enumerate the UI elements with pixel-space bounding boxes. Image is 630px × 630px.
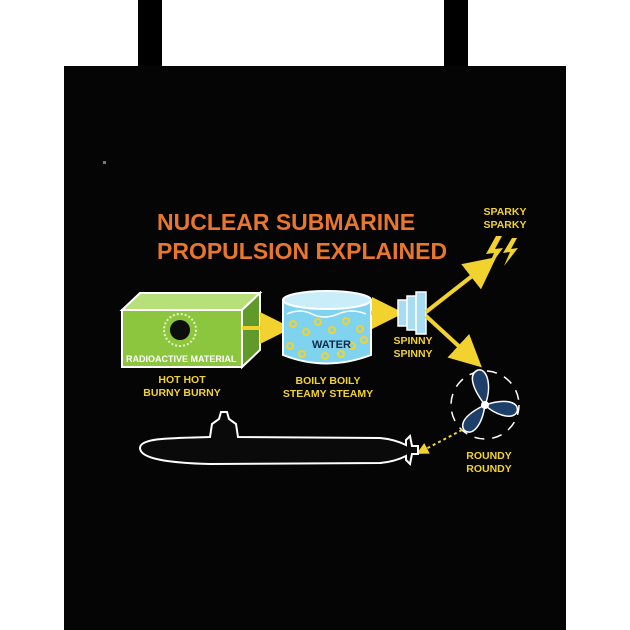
propeller-icon (450, 369, 520, 440)
label-roundy-1: ROUNDY (466, 450, 512, 462)
water-tank: WATER (282, 290, 372, 365)
label-boily-2: STEAMY STEAMY (283, 388, 373, 400)
arrow-icon (416, 429, 463, 454)
bag-handle-left (138, 0, 162, 70)
title-line-1: NUCLEAR SUBMARINE (157, 209, 415, 235)
label-sparky-2: SPARKY (484, 219, 527, 231)
water-label: WATER (312, 339, 351, 351)
turbine-icon (397, 291, 427, 335)
radioactive-box: RADIOACTIVE MATERIAL (119, 290, 263, 370)
label-roundy-2: ROUNDY (466, 463, 512, 475)
bag-handle-right (444, 0, 468, 70)
label-boily-1: BOILY BOILY (296, 375, 361, 387)
label-hot-2: BURNY BURNY (143, 387, 220, 399)
lightning-bolt-icon (486, 236, 518, 270)
label-sparky-1: SPARKY (484, 206, 527, 218)
label-hot-1: HOT HOT (158, 374, 206, 386)
steam-bubbles (286, 317, 368, 360)
arrow-icon (424, 314, 482, 368)
radioactive-label: RADIOACTIVE MATERIAL (126, 354, 237, 364)
label-spinny-1: SPINNY (393, 335, 432, 347)
title-line-2: PROPULSION EXPLAINED (157, 238, 447, 264)
label-spinny-2: SPINNY (393, 348, 432, 360)
arrow-icon (424, 257, 497, 314)
lint-speck (103, 161, 106, 164)
submarine-icon (138, 411, 419, 467)
radiation-burst-icon (163, 313, 197, 347)
